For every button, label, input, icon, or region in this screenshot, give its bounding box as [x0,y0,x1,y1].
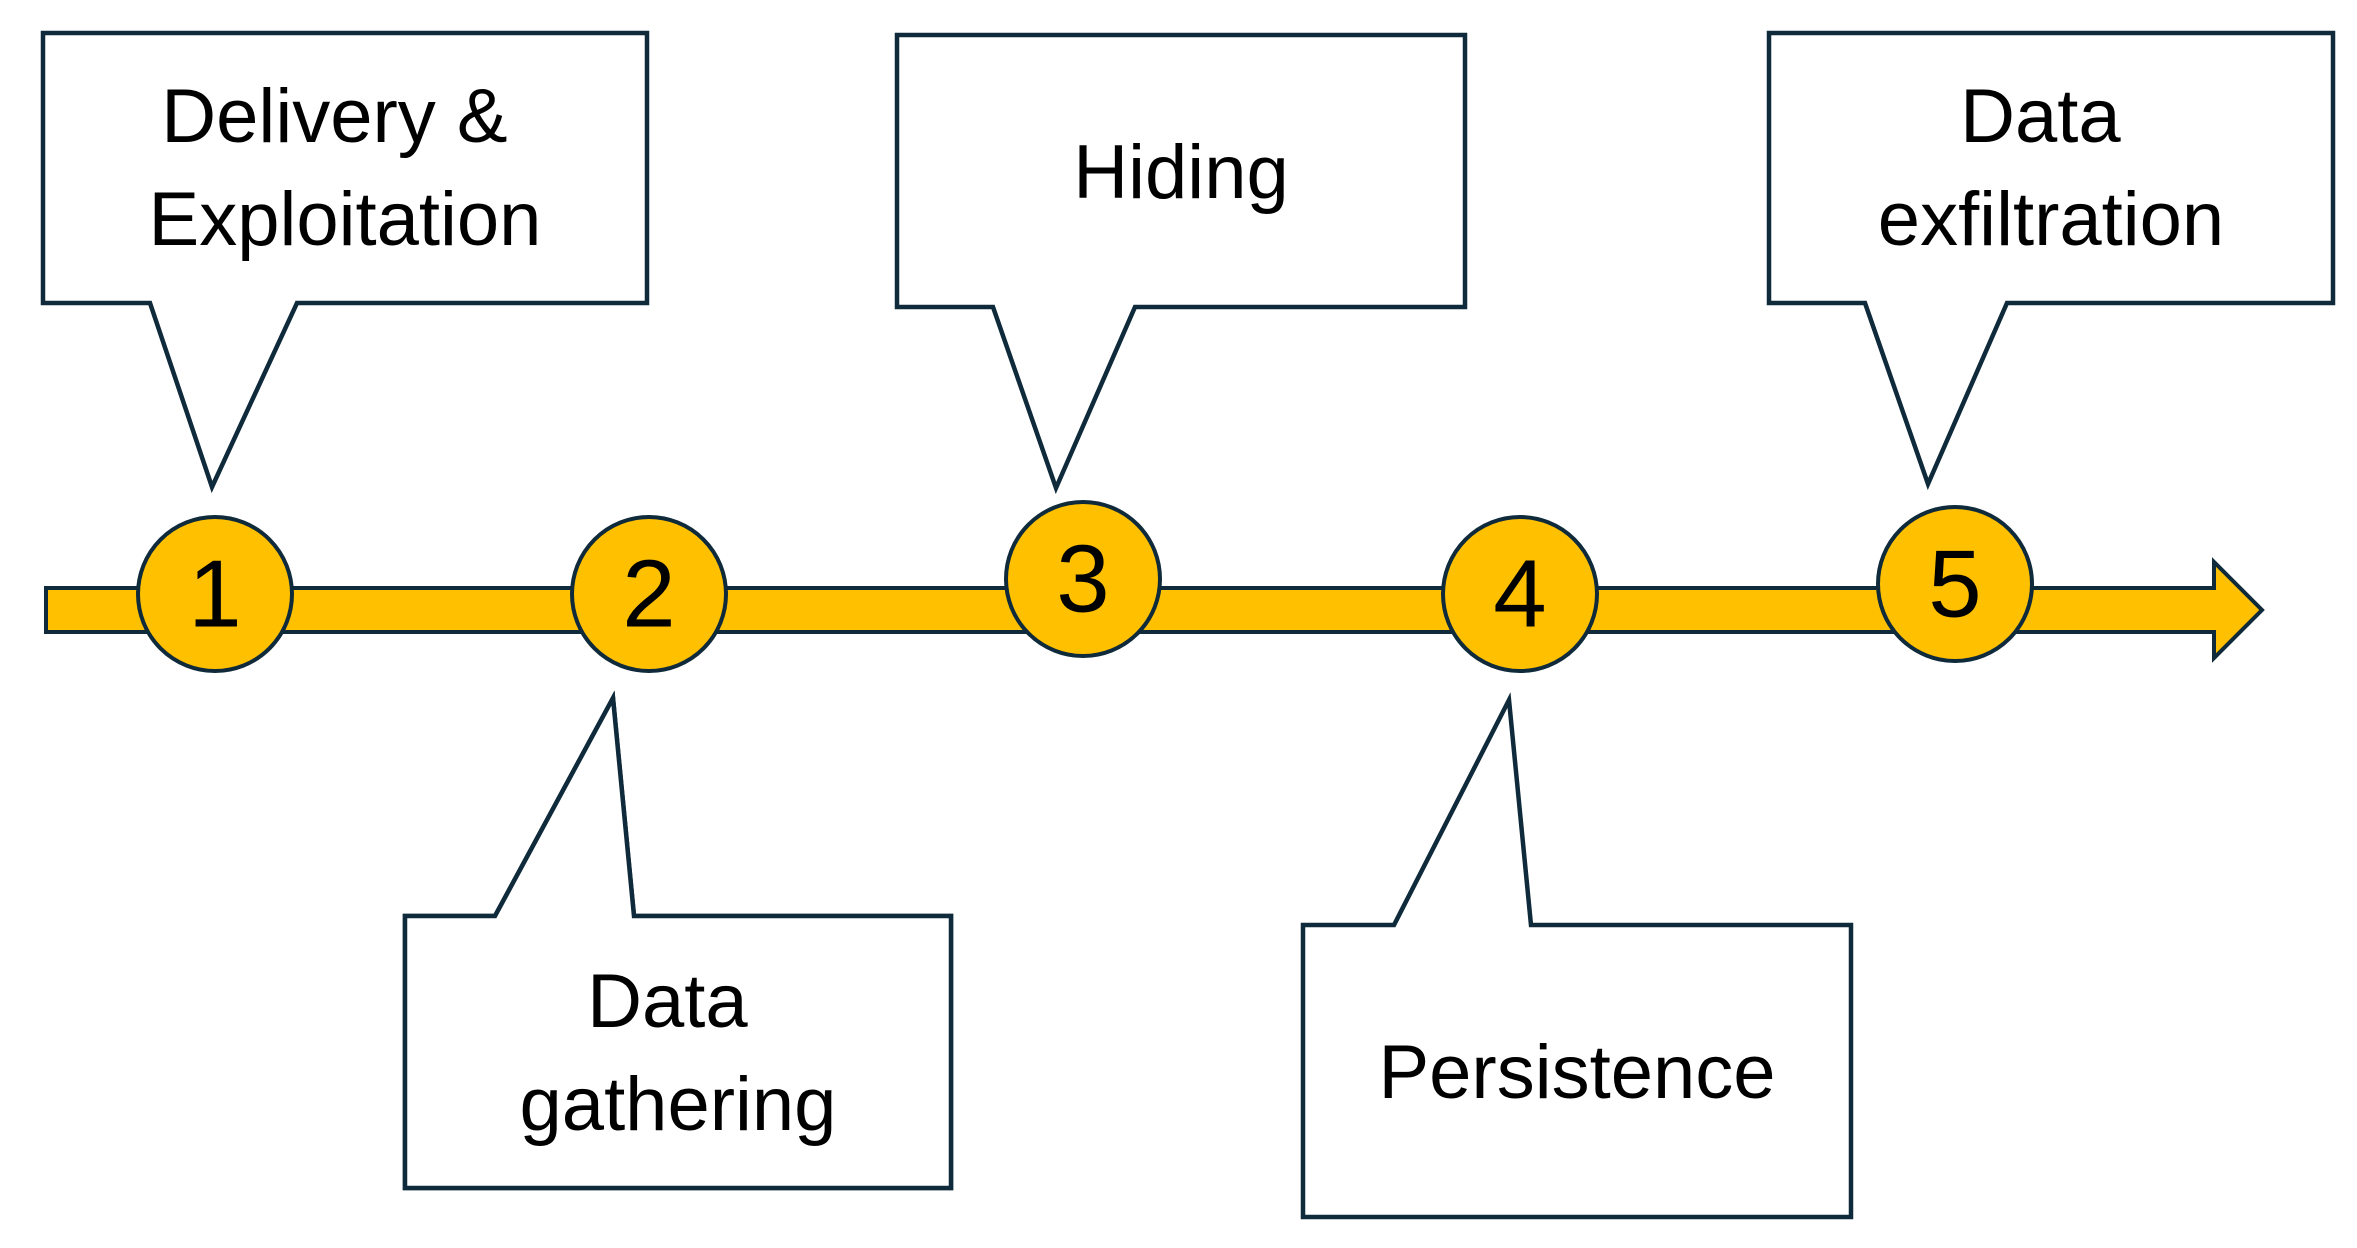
callout-2-label: Data gathering [520,959,837,1147]
step-5-number: 5 [1928,531,1981,638]
step-3-circle [1004,500,1162,658]
step-2-number: 2 [622,541,675,648]
step-marker-2: 2 [570,515,728,673]
step-2-circle [570,515,728,673]
callout-4-label: Persistence [1378,1030,1775,1115]
callout-5-line-1: Data [1960,74,2121,159]
step-4-circle [1441,515,1599,673]
callout-5-shape [1766,30,2336,491]
callout-step-3: Hiding [894,32,1468,495]
step-marker-5: 5 [1876,505,2034,663]
callout-4-line-1: Persistence [1378,1030,1775,1115]
callout-5-label: Data exfiltration [1878,74,2224,262]
step-1-number: 1 [188,541,241,648]
step-4-number: 4 [1493,541,1546,648]
callout-3-line-1: Hiding [1073,130,1288,215]
step-3-number: 3 [1056,526,1109,633]
callout-1-line-2: Exploitation [149,177,542,262]
callout-step-2: Data gathering [402,690,954,1191]
callout-2-outline [402,690,954,1191]
callout-1-line-1: Delivery & [161,74,507,159]
callout-step-4: Persistence [1300,692,1854,1220]
callout-step-1: Delivery & Exploitation [40,30,650,494]
step-marker-3: 3 [1004,500,1162,658]
callout-2-line-1: Data [587,959,748,1044]
step-marker-1: 1 [136,515,294,673]
callout-1-shape [40,30,650,494]
callout-step-5: Data exfiltration [1766,30,2336,491]
callout-3-label: Hiding [1073,130,1288,215]
step-5-circle [1876,505,2034,663]
callout-1-label: Delivery & Exploitation [149,74,542,262]
step-1-circle [136,515,294,673]
callout-5-line-2: exfiltration [1878,177,2224,262]
callout-3-shape [894,32,1468,495]
step-marker-4: 4 [1441,515,1599,673]
callout-2-line-2: gathering [520,1062,837,1147]
callout-4-outline [1300,692,1854,1220]
